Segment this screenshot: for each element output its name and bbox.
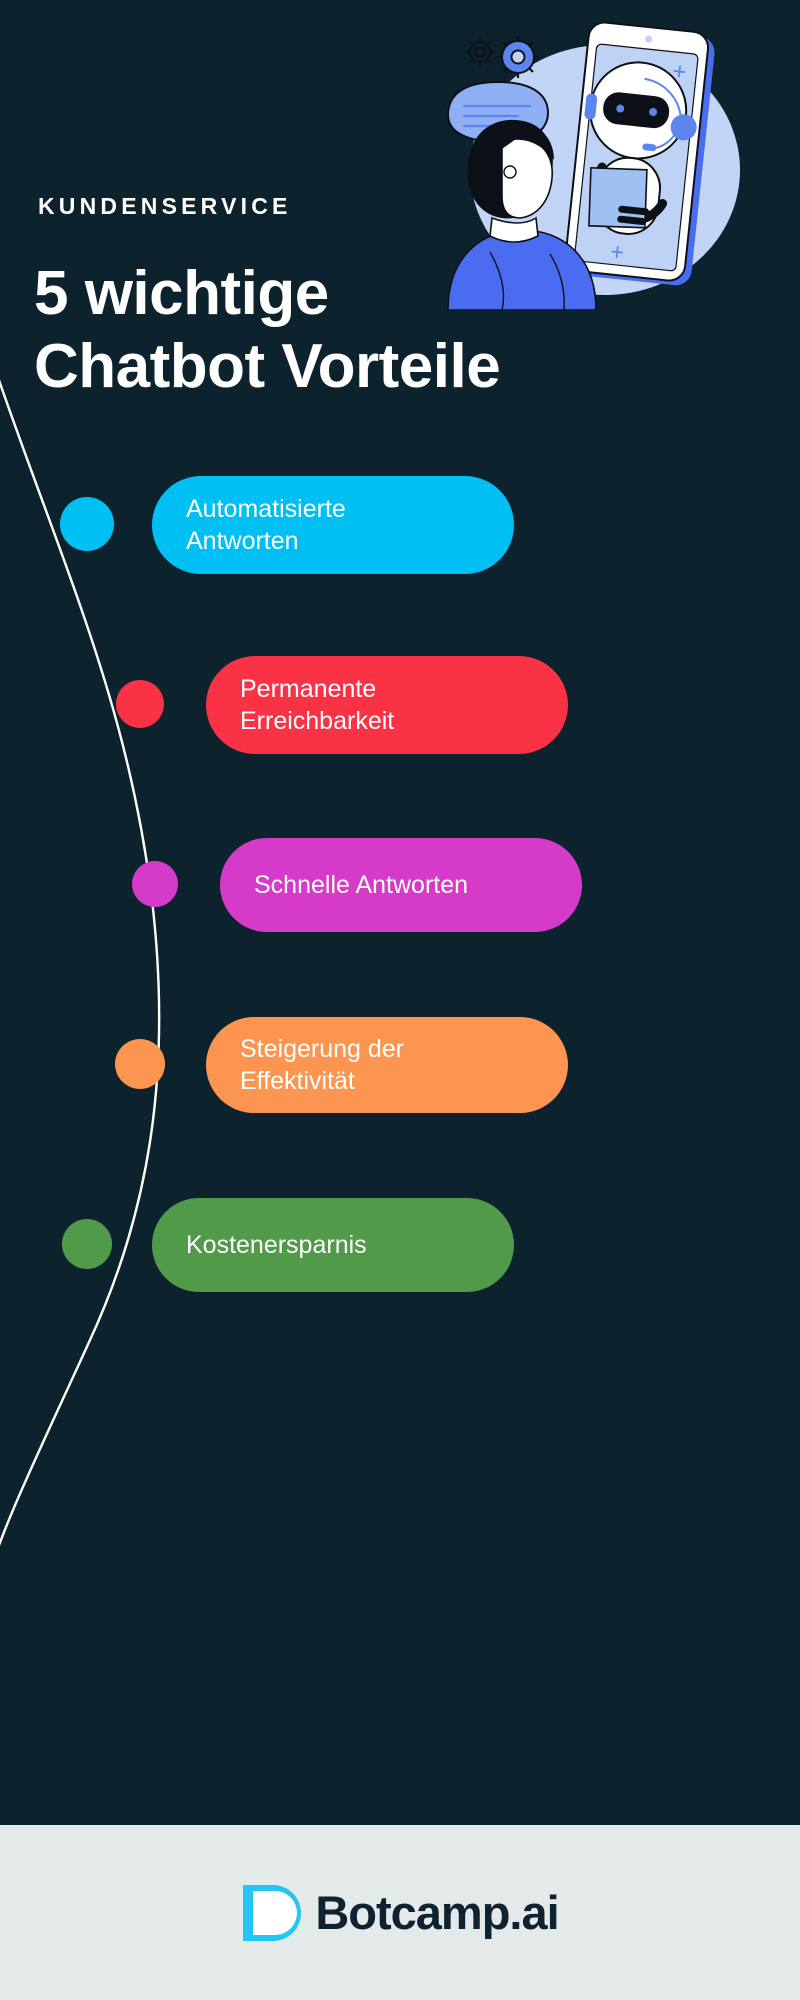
benefit-label-2: Permanente Erreichbarkeit [240, 675, 395, 735]
benefit-label-1: Automatisierte Antworten [186, 495, 346, 555]
timeline-dot-4 [115, 1039, 165, 1089]
timeline-dot-2 [116, 680, 164, 728]
benefit-pill-2[interactable]: Permanente Erreichbarkeit [206, 656, 568, 754]
benefit-pill-1[interactable]: Automatisierte Antworten [152, 476, 514, 574]
benefit-pill-3[interactable]: Schnelle Antworten [220, 838, 582, 932]
botcamp-logo-mark [243, 1884, 302, 1941]
benefit-label-3: Schnelle Antworten [254, 871, 469, 899]
page-title: 5 wichtige Chatbot Vorteile [34, 258, 654, 403]
timeline-dot-5 [62, 1219, 112, 1269]
headline-line-1: 5 wichtige [34, 259, 329, 328]
headline-line-2: Chatbot Vorteile [34, 331, 501, 401]
brand-logo-text: Botcamp.ai [315, 1886, 559, 1939]
brand-logo[interactable]: Botcamp.ai [241, 1883, 560, 1943]
timeline-dot-1 [60, 497, 114, 551]
timeline-dot-3 [132, 861, 178, 907]
benefit-label-4: Steigerung der Effektivität [240, 1035, 405, 1095]
robot-visor [603, 92, 670, 129]
person-figure [447, 119, 597, 310]
footer-bar: Botcamp.ai [0, 1825, 800, 2000]
eyebrow-label: KUNDENSERVICE [38, 193, 292, 219]
benefit-pill-4[interactable]: Steigerung der Effektivität [206, 1017, 568, 1113]
gear-icon-large [497, 36, 539, 78]
gear-icon-small [466, 38, 494, 66]
chatbot-illustration [446, 21, 740, 310]
benefit-label-5: Kostenersparnis [186, 1231, 367, 1259]
tablet-frame [552, 21, 715, 286]
benefit-pill-5[interactable]: Kostenersparnis [152, 1198, 514, 1292]
